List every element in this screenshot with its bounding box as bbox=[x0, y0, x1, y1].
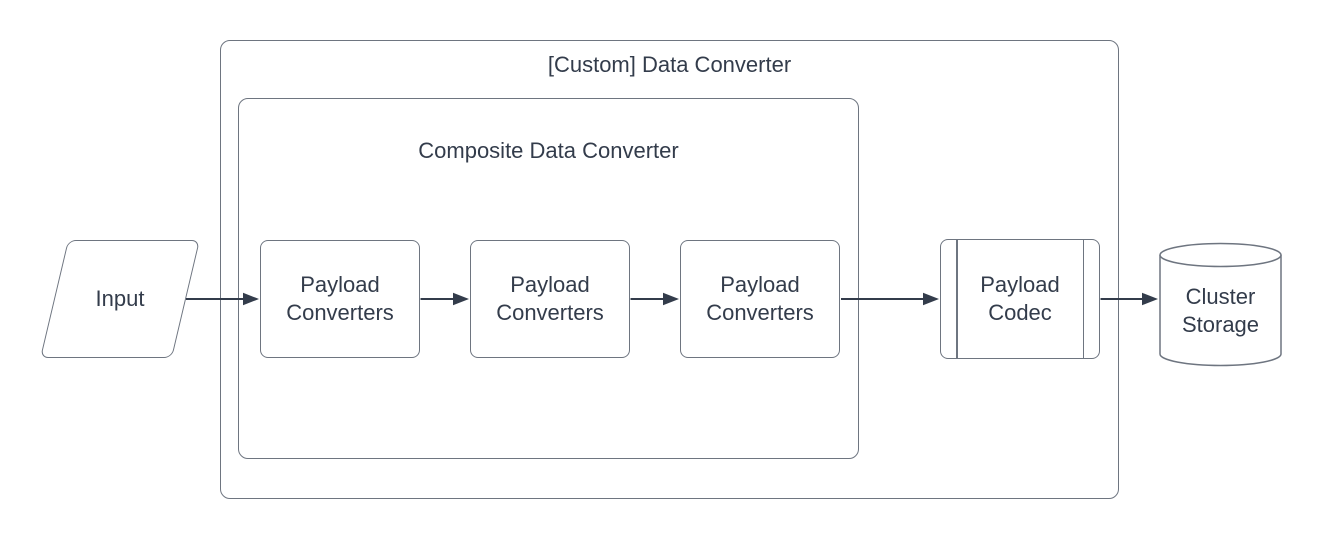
payload-converters-label-3: Payload Converters bbox=[706, 272, 814, 325]
cluster-storage-node: Cluster Storage bbox=[1159, 242, 1282, 367]
cluster-storage-label: Cluster Storage bbox=[1181, 283, 1260, 337]
codec-left-divider bbox=[956, 240, 958, 358]
codec-right-divider bbox=[1082, 240, 1084, 358]
payload-converters-node-3: Payload Converters bbox=[680, 240, 840, 358]
payload-converters-label-2: Payload Converters bbox=[496, 272, 604, 325]
payload-codec-label: Payload Codec bbox=[980, 272, 1060, 325]
payload-converters-node-1: Payload Converters bbox=[260, 240, 420, 358]
input-label: Input bbox=[95, 286, 145, 311]
payload-converters-node-2: Payload Converters bbox=[470, 240, 630, 358]
arrow-head-icon bbox=[1142, 292, 1158, 306]
payload-converters-label-1: Payload Converters bbox=[286, 272, 394, 325]
custom-data-converter-label: [Custom] Data Converter bbox=[547, 52, 792, 77]
cylinder-shape bbox=[1159, 242, 1282, 367]
input-node: Input bbox=[40, 240, 200, 358]
composite-data-converter-label: Composite Data Converter bbox=[418, 138, 679, 163]
payload-codec-node: Payload Codec bbox=[940, 239, 1100, 359]
